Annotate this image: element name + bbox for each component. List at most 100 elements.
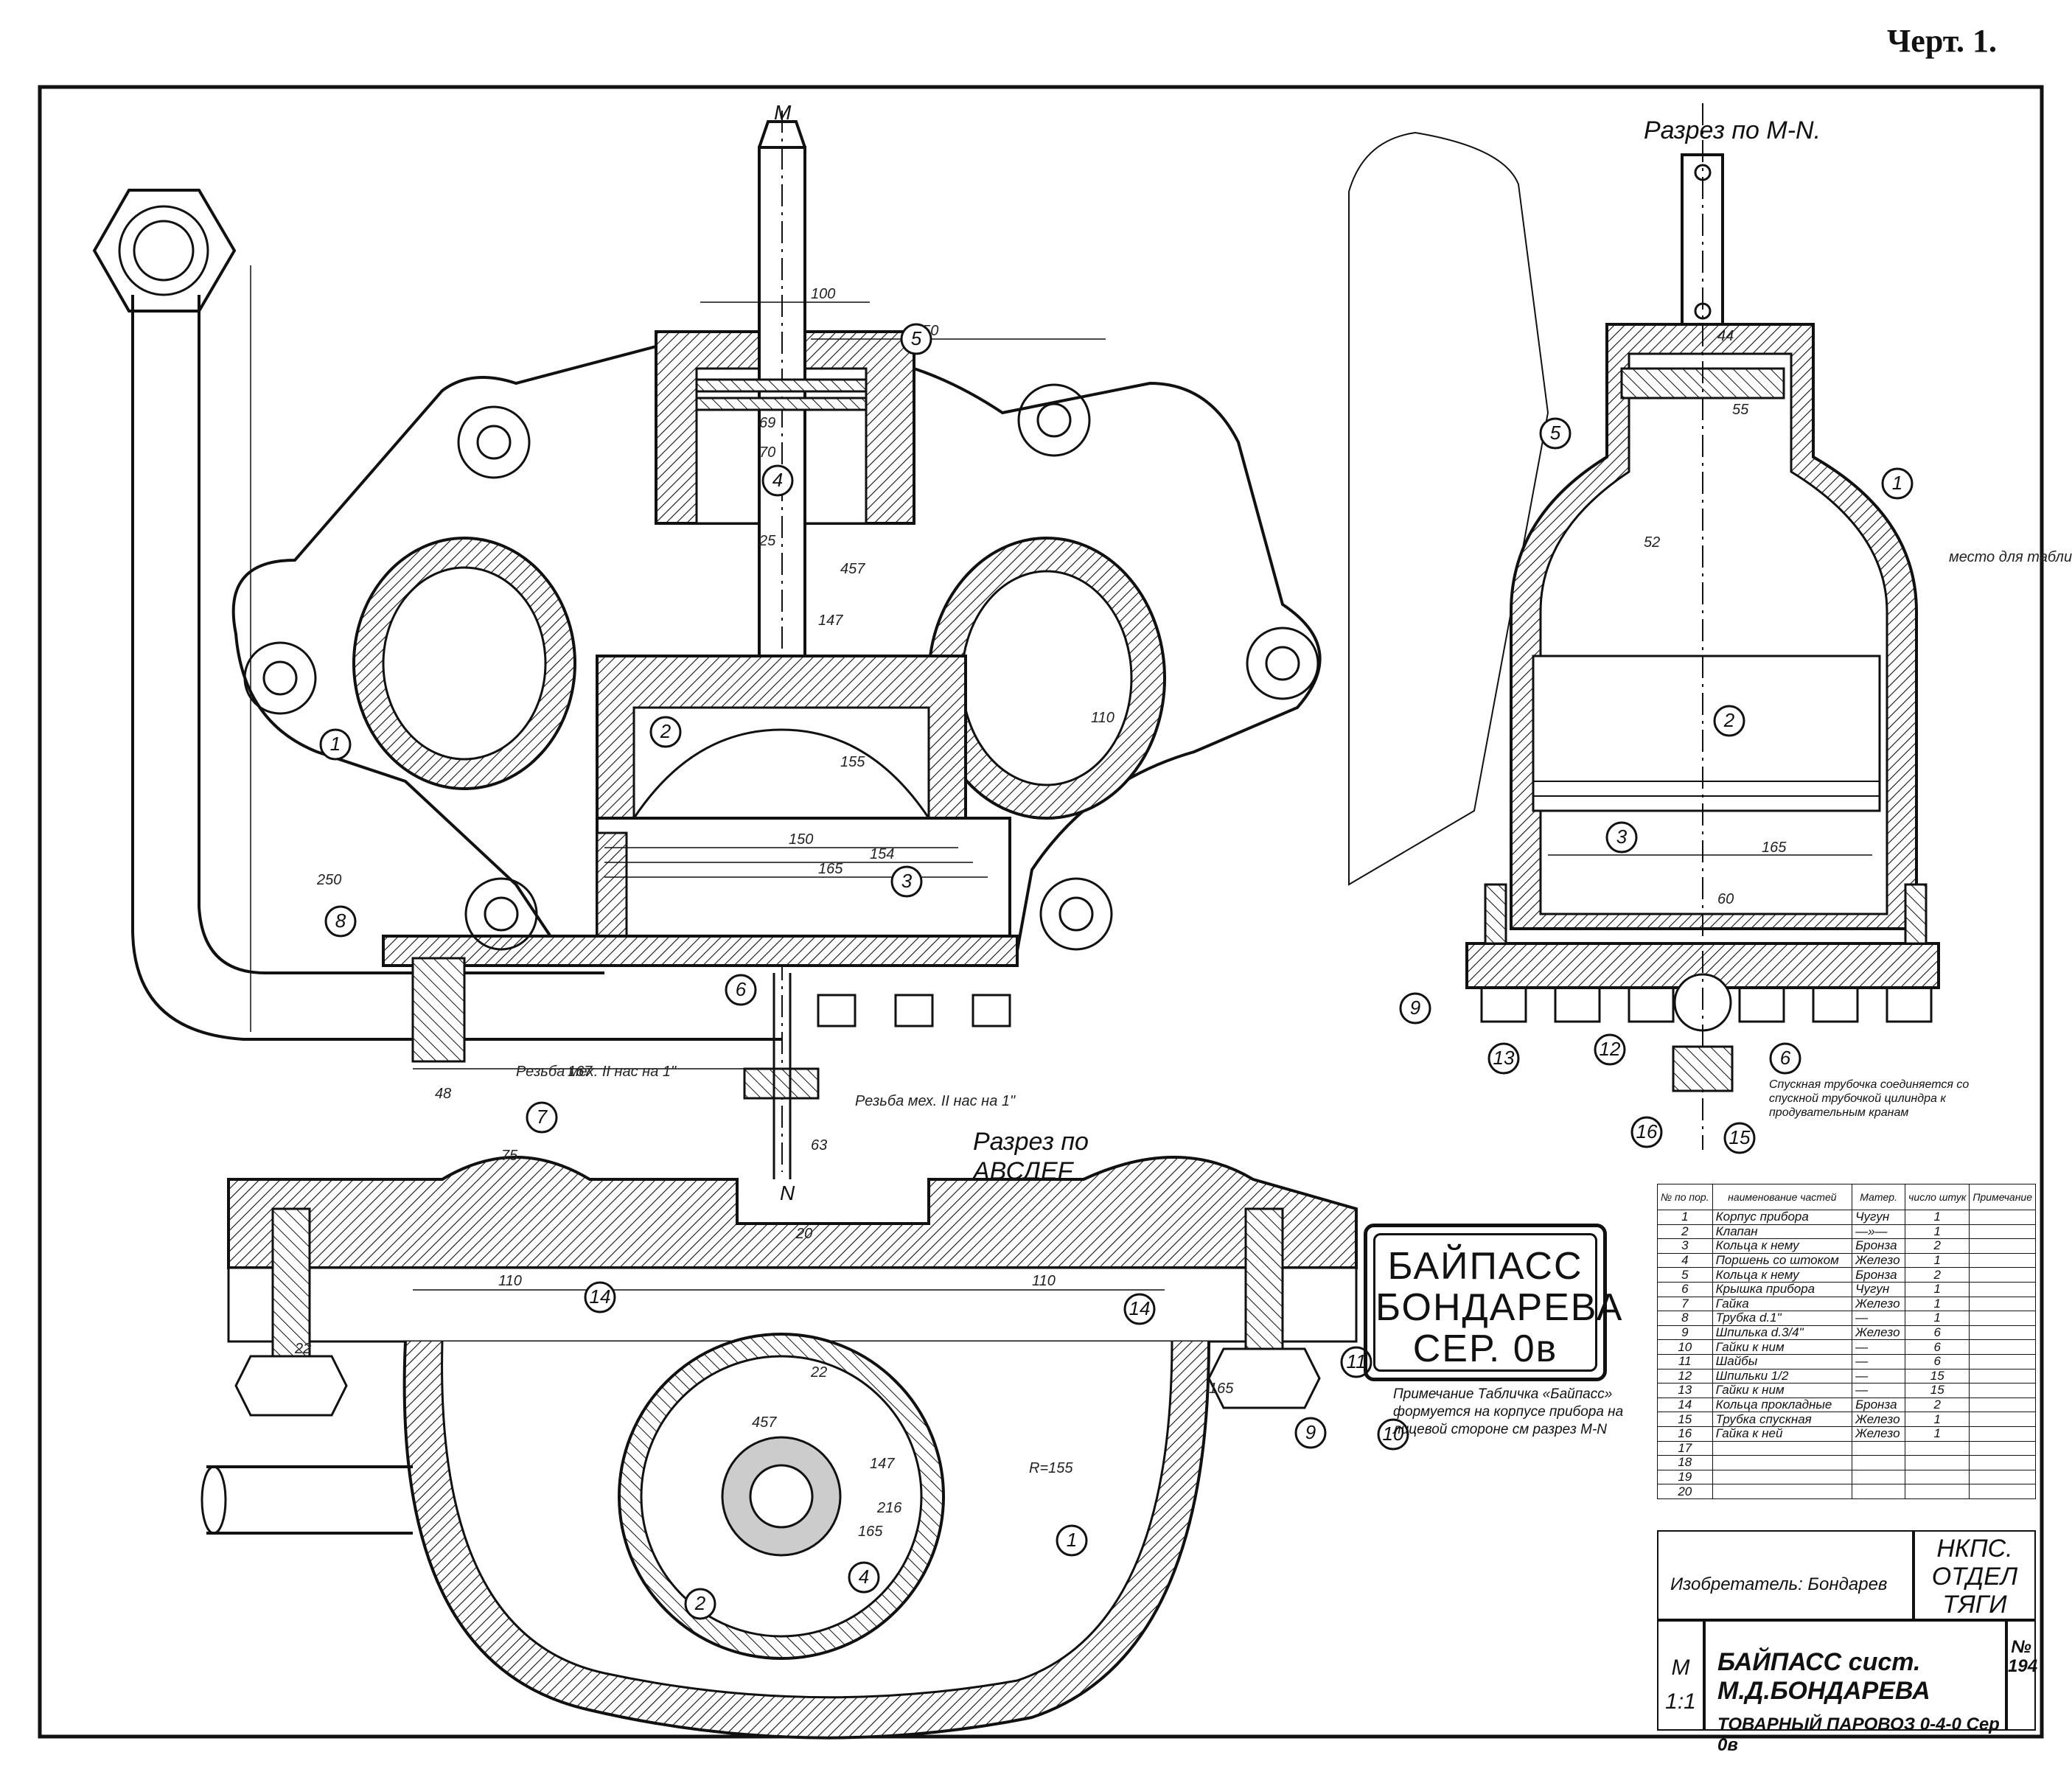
- nameplate-line-1: БАЙПАСС: [1387, 1245, 1583, 1288]
- table-row: 17: [1657, 1440, 2036, 1456]
- callout-15-mn: 15: [1723, 1122, 1756, 1154]
- callout-8-front: 8: [324, 905, 357, 938]
- svg-text:16: 16: [1636, 1120, 1658, 1142]
- svg-text:9: 9: [1305, 1421, 1316, 1443]
- table-row: 18: [1657, 1455, 2036, 1470]
- table-cell-note: [1969, 1325, 2036, 1341]
- header-name: наименование частей: [1712, 1184, 1853, 1210]
- mn-dim-52: 52: [1644, 534, 1660, 551]
- table-cell-material: Железо: [1852, 1325, 1906, 1341]
- table-cell-qty: 1: [1905, 1210, 1970, 1225]
- table-cell-name: Трубка d.1": [1712, 1311, 1853, 1326]
- table-cell-note: [1969, 1281, 2036, 1297]
- number-label: №: [2011, 1637, 2031, 1657]
- table-cell-num: 7: [1657, 1296, 1713, 1312]
- svg-text:3: 3: [1616, 826, 1628, 848]
- table-cell-note: [1969, 1267, 2036, 1283]
- scale-cell: M 1:1: [1657, 1620, 1704, 1731]
- table-cell-num: 15: [1657, 1412, 1713, 1427]
- table-cell-material: Бронза: [1852, 1397, 1906, 1413]
- table-cell-name: [1712, 1469, 1853, 1485]
- table-cell-num: 18: [1657, 1455, 1713, 1470]
- scale-value: 1:1: [1665, 1689, 1696, 1714]
- front-callouts: 5 4 2 1 3 8 6 7: [319, 323, 932, 1134]
- callout-14-right: 14: [1123, 1293, 1156, 1325]
- callout-16-mn: 16: [1630, 1116, 1663, 1148]
- table-cell-note: [1969, 1252, 2036, 1269]
- table-cell-name: Крышка прибора: [1712, 1281, 1853, 1297]
- callout-9: 9: [1294, 1417, 1327, 1449]
- table-cell-num: 17: [1657, 1440, 1713, 1456]
- table-cell-name: Кольца к нему: [1712, 1238, 1853, 1254]
- table-cell-material: Чугун: [1852, 1210, 1906, 1225]
- table-cell-name: Клапан: [1712, 1224, 1853, 1240]
- svg-text:165: 165: [858, 1524, 883, 1540]
- svg-text:100: 100: [811, 286, 835, 302]
- table-cell-name: Шпильки 1/2: [1712, 1368, 1853, 1384]
- table-cell-qty: 1: [1905, 1252, 1970, 1269]
- table-cell-qty: 1: [1905, 1311, 1970, 1326]
- table-cell-material: Железо: [1852, 1412, 1906, 1427]
- svg-text:155: 155: [840, 754, 865, 770]
- table-cell-name: Гайка к ней: [1712, 1426, 1853, 1442]
- table-cell-num: 3: [1657, 1238, 1713, 1254]
- svg-text:8: 8: [335, 910, 346, 932]
- callout-3-front: 3: [890, 865, 923, 898]
- table-cell-material: [1852, 1469, 1906, 1485]
- table-cell-material: Бронза: [1852, 1238, 1906, 1254]
- parts-table: № по пор. наименование частей Матер. чис…: [1657, 1184, 2036, 1499]
- nameplate-line-3: СЕР. 0в: [1412, 1327, 1558, 1370]
- svg-text:12: 12: [1600, 1038, 1621, 1060]
- callout-4-front: 4: [761, 464, 794, 497]
- table-cell-note: [1969, 1412, 2036, 1427]
- table-cell-qty: 1: [1905, 1296, 1970, 1312]
- svg-text:2: 2: [660, 720, 672, 742]
- svg-text:22: 22: [294, 1341, 311, 1357]
- svg-text:25: 25: [758, 533, 776, 549]
- table-cell-name: [1712, 1440, 1853, 1456]
- svg-text:165: 165: [818, 861, 843, 877]
- table-cell-num: 14: [1657, 1397, 1713, 1413]
- svg-text:216: 216: [876, 1500, 902, 1516]
- callout-2-front: 2: [649, 716, 682, 748]
- header-material: Матер.: [1852, 1184, 1906, 1210]
- svg-text:7: 7: [537, 1106, 548, 1128]
- svg-text:1: 1: [330, 733, 341, 755]
- table-cell-name: [1712, 1455, 1853, 1470]
- plate-note: Примечание Табличка «Байпасс» формуется …: [1393, 1386, 1624, 1437]
- front-dimensions: 100 250 457 147 155 150 154 165 110 167 …: [316, 286, 1115, 1154]
- bypass-pipe-8: [131, 295, 781, 1041]
- svg-text:1: 1: [1892, 472, 1902, 494]
- table-cell-qty: 6: [1905, 1339, 1970, 1355]
- table-cell-note: [1969, 1311, 2036, 1326]
- table-cell-qty: 6: [1905, 1353, 1970, 1369]
- nameplate: БАЙПАСС БОНДАРЕВА СЕР. 0в: [1364, 1224, 1622, 1381]
- abcdef-dimensions: 110 110 20 22 457 147 216 165 R=155 75 2…: [294, 1148, 1234, 1540]
- svg-text:14: 14: [1129, 1297, 1151, 1319]
- svg-text:3: 3: [901, 870, 913, 892]
- table-cell-name: Шайбы: [1712, 1353, 1853, 1369]
- svg-text:2: 2: [694, 1592, 706, 1614]
- author-label: Изобретатель: Бондарев: [1670, 1574, 1888, 1594]
- callout-13-mn: 13: [1487, 1042, 1520, 1075]
- table-cell-num: 9: [1657, 1325, 1713, 1341]
- table-cell-material: Железо: [1852, 1252, 1906, 1269]
- svg-text:5: 5: [1550, 422, 1561, 444]
- svg-text:167: 167: [568, 1064, 593, 1080]
- table-cell-note: [1969, 1484, 2036, 1499]
- table-cell-name: Кольца прокладные: [1712, 1397, 1853, 1413]
- table-cell-qty: 15: [1905, 1383, 1970, 1398]
- table-cell-material: [1852, 1455, 1906, 1470]
- table-cell-material: Чугун: [1852, 1281, 1906, 1297]
- svg-text:20: 20: [795, 1226, 812, 1242]
- callout-1-mn: 1: [1881, 467, 1914, 500]
- table-cell-material: —: [1852, 1353, 1906, 1369]
- hex-nut: [92, 189, 237, 313]
